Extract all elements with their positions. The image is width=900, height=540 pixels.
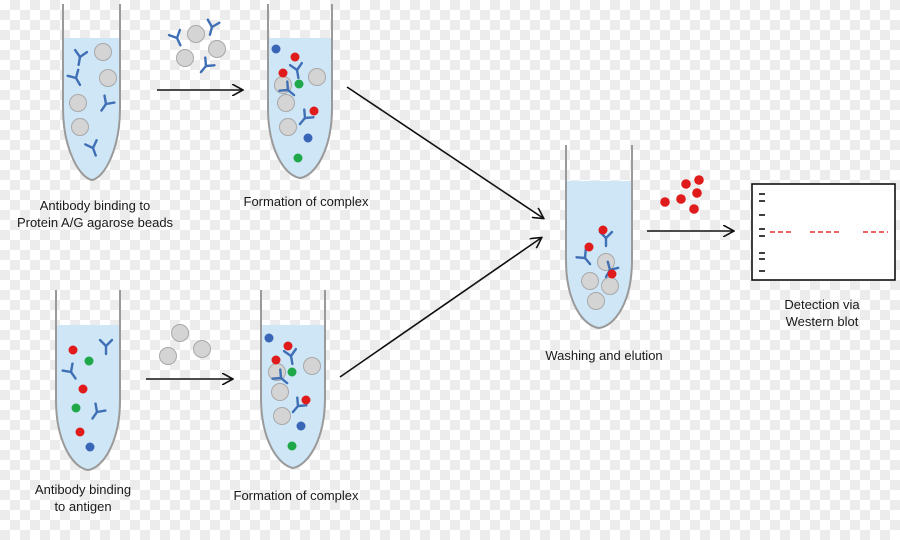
antigen-icon bbox=[660, 197, 670, 207]
antigen-icon bbox=[75, 427, 85, 437]
antibody-icon bbox=[202, 18, 221, 38]
label-line: Antibody binding bbox=[34, 482, 132, 497]
bead-icon bbox=[277, 94, 295, 112]
reagents-beads bbox=[159, 324, 211, 365]
bead-icon bbox=[601, 277, 619, 295]
antigen-icon bbox=[290, 52, 300, 62]
bead-icon bbox=[193, 340, 211, 358]
bead-icon bbox=[279, 118, 297, 136]
bead-icon bbox=[176, 49, 194, 67]
antigen-icon bbox=[681, 179, 691, 189]
tube-2 bbox=[267, 4, 333, 180]
tube-3 bbox=[55, 290, 121, 472]
bead-icon bbox=[271, 383, 289, 401]
antibody-icon bbox=[195, 56, 216, 78]
bead-icon bbox=[171, 324, 189, 342]
reagents-antibody-beads bbox=[167, 18, 226, 78]
bead-icon bbox=[94, 43, 112, 61]
bead-icon bbox=[587, 292, 605, 310]
tube-liquid bbox=[56, 325, 120, 470]
bead-icon bbox=[159, 347, 177, 365]
tube-4 bbox=[260, 290, 326, 470]
label-formation-complex-top: Formation of complex bbox=[243, 194, 369, 209]
western-blot-membrane-icon bbox=[751, 183, 896, 281]
antigen-icon bbox=[84, 356, 94, 366]
antigen-icon bbox=[278, 68, 288, 78]
antigen-icon bbox=[71, 403, 81, 413]
antigen-icon bbox=[78, 384, 88, 394]
antigen-icon bbox=[264, 333, 274, 343]
antigen-icon bbox=[607, 269, 617, 279]
antigen-icon bbox=[296, 421, 306, 431]
tube-outline bbox=[55, 290, 121, 472]
tube-outline bbox=[62, 4, 121, 182]
antigen-icon bbox=[287, 367, 297, 377]
antigen-icon bbox=[283, 341, 293, 351]
bead-icon bbox=[71, 118, 89, 136]
label-formation-complex-bottom: Formation of complex bbox=[233, 488, 359, 503]
eluted-antigens bbox=[660, 175, 704, 214]
ladder-marks bbox=[759, 193, 765, 272]
tube-outline bbox=[260, 290, 326, 470]
antigen-icon bbox=[303, 133, 313, 143]
tube-outline bbox=[565, 145, 633, 330]
antigen-icon bbox=[85, 442, 95, 452]
tube-outline bbox=[267, 4, 333, 180]
antigen-icon bbox=[689, 204, 699, 214]
bead-icon bbox=[303, 357, 321, 375]
antigen-icon bbox=[309, 106, 319, 116]
label-antibody-binding-beads: Antibody binding to Protein A/G agarose … bbox=[17, 197, 173, 231]
bead-icon bbox=[208, 40, 226, 58]
antigen-icon bbox=[598, 225, 608, 235]
label-line: Protein A/G agarose beads bbox=[16, 215, 174, 230]
label-line: Antibody binding to bbox=[39, 198, 151, 213]
antigen-icon bbox=[293, 153, 303, 163]
antigen-icon bbox=[584, 242, 594, 252]
antigen-icon bbox=[271, 44, 281, 54]
arrow-icon bbox=[346, 86, 543, 218]
antigen-icon bbox=[68, 345, 78, 355]
antigen-icon bbox=[692, 188, 702, 198]
tube-1 bbox=[62, 4, 121, 182]
label-detection-western-blot: Detection via Western blot bbox=[784, 296, 859, 330]
antigen-icon bbox=[271, 355, 281, 365]
antigen-icon bbox=[676, 194, 686, 204]
bead-icon bbox=[597, 253, 615, 271]
label-washing-elution: Washing and elution bbox=[545, 348, 663, 363]
antigen-icon bbox=[694, 175, 704, 185]
bead-icon bbox=[99, 69, 117, 87]
bead-icon bbox=[69, 94, 87, 112]
antibody-icon bbox=[167, 28, 188, 49]
label-line: Detection via bbox=[784, 297, 860, 312]
arrow-icon bbox=[339, 238, 541, 378]
bead-icon bbox=[308, 68, 326, 86]
label-line: to antigen bbox=[54, 499, 112, 514]
antigen-icon bbox=[301, 395, 311, 405]
antigen-icon bbox=[287, 441, 297, 451]
bead-icon bbox=[581, 272, 599, 290]
label-line: Western blot bbox=[785, 314, 859, 329]
label-antibody-binding-antigen: Antibody binding to antigen bbox=[35, 481, 131, 515]
antigen-icon bbox=[294, 79, 304, 89]
tube-5 bbox=[565, 145, 633, 330]
bead-icon bbox=[273, 407, 291, 425]
bead-icon bbox=[187, 25, 205, 43]
